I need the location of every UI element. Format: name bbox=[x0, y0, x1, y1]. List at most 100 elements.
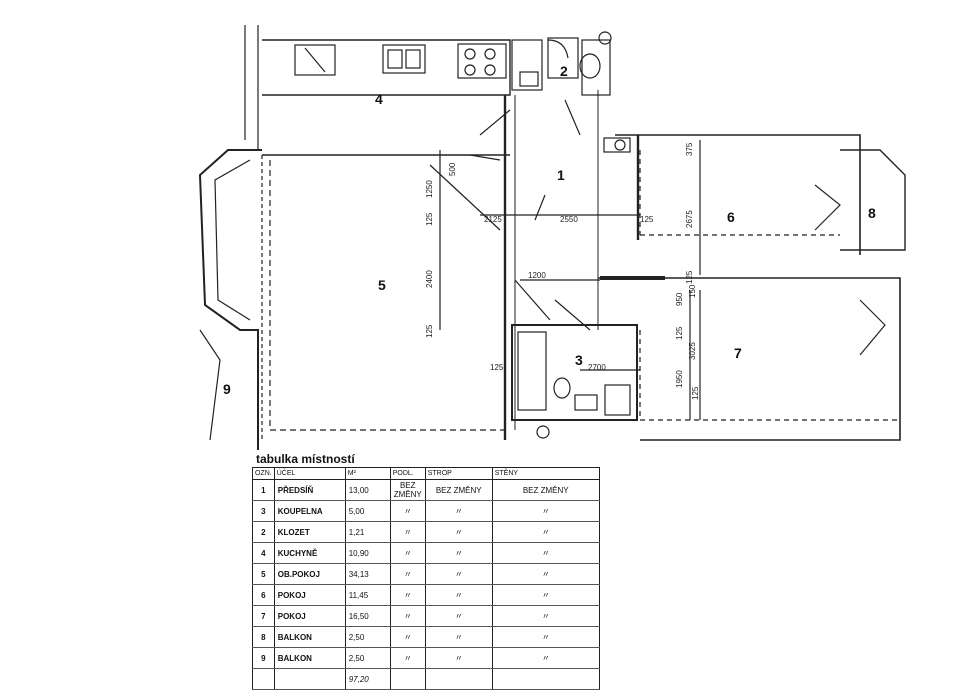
cell-steny: 〃 bbox=[491, 563, 600, 585]
dimension-label: 375 bbox=[685, 142, 694, 156]
dimension-label: 2550 bbox=[560, 215, 578, 224]
cell-strop: 〃 bbox=[424, 542, 493, 564]
room-label: 3 bbox=[575, 352, 583, 368]
cell-m2: 10,90 bbox=[344, 542, 391, 564]
cell-ozn: 4 bbox=[252, 542, 275, 564]
dimension-label: 125 bbox=[685, 270, 694, 284]
dimension-label: 500 bbox=[448, 162, 457, 176]
cell-podl: 〃 bbox=[389, 563, 426, 585]
cell-podl: 〃 bbox=[389, 626, 426, 648]
cell-podl: 〃 bbox=[389, 605, 426, 627]
cell-steny: 〃 bbox=[491, 647, 600, 669]
col-m2: M² bbox=[344, 467, 391, 480]
cell-steny: 〃 bbox=[491, 626, 600, 648]
cell-m2: 1,21 bbox=[344, 521, 391, 543]
cell-steny: 〃 bbox=[491, 521, 600, 543]
cell-ozn: 9 bbox=[252, 647, 275, 669]
col-ozn: OZN. bbox=[252, 467, 275, 480]
room-label: 1 bbox=[557, 167, 565, 183]
dimension-label: 125 bbox=[691, 386, 700, 400]
room-label: 9 bbox=[223, 381, 231, 397]
cell-steny: 〃 bbox=[491, 605, 600, 627]
cell-ucel: KLOZET bbox=[273, 521, 346, 543]
cell-ucel: KUCHYNĚ bbox=[273, 542, 346, 564]
cell-podl: 〃 bbox=[389, 542, 426, 564]
cell-ucel: KOUPELNA bbox=[273, 500, 346, 522]
cell-ucel: PŘEDSÍŇ bbox=[273, 479, 346, 501]
cell-m2: 16,50 bbox=[344, 605, 391, 627]
room-label: 8 bbox=[868, 205, 876, 221]
cell-strop: 〃 bbox=[424, 647, 493, 669]
cell-strop: BEZ ZMĚNY bbox=[424, 479, 493, 501]
dimension-label: 125 bbox=[490, 363, 504, 372]
cell-steny: BEZ ZMĚNY bbox=[491, 479, 600, 501]
cell-m2: 13,00 bbox=[344, 479, 391, 501]
cell-podl: 〃 bbox=[389, 500, 426, 522]
dimension-label: 1950 bbox=[675, 370, 684, 388]
total-area: 97,20 bbox=[344, 668, 391, 690]
dimension-label: 3025 bbox=[688, 342, 697, 360]
room-label: 2 bbox=[560, 63, 568, 79]
cell-ucel: POKOJ bbox=[273, 584, 346, 606]
cell-m2: 2,50 bbox=[344, 626, 391, 648]
dimension-label: 125 bbox=[425, 212, 434, 226]
dimension-label: 1250 bbox=[425, 180, 434, 198]
room-label: 4 bbox=[375, 91, 383, 107]
cell-ozn: 5 bbox=[252, 563, 275, 585]
dimension-label: 2400 bbox=[425, 270, 434, 288]
cell-steny: 〃 bbox=[491, 500, 600, 522]
table-header-row: OZN. ÚČEL M² PODL. STROP STĚNY bbox=[252, 467, 600, 480]
col-ucel: ÚČEL bbox=[273, 467, 346, 480]
cell-ozn: 6 bbox=[252, 584, 275, 606]
dimension-label: 2700 bbox=[588, 363, 606, 372]
room-label: 6 bbox=[727, 209, 735, 225]
cell-ozn: 1 bbox=[252, 479, 275, 501]
cell-podl: 〃 bbox=[389, 521, 426, 543]
room-label: 5 bbox=[378, 277, 386, 293]
dimension-label: 2675 bbox=[685, 210, 694, 228]
total-row: 97,20 bbox=[252, 668, 600, 690]
room-label: 7 bbox=[734, 345, 742, 361]
cell-ozn: 2 bbox=[252, 521, 275, 543]
cell-strop: 〃 bbox=[424, 563, 493, 585]
cell-ucel: OB.POKOJ bbox=[273, 563, 346, 585]
cell-ucel: POKOJ bbox=[273, 605, 346, 627]
cell-strop: 〃 bbox=[424, 626, 493, 648]
cell-podl: 〃 bbox=[389, 647, 426, 669]
cell-ozn: 7 bbox=[252, 605, 275, 627]
cell-strop: 〃 bbox=[424, 521, 493, 543]
cell-strop: 〃 bbox=[424, 584, 493, 606]
dimension-label: 150 bbox=[688, 284, 697, 298]
cell-strop: 〃 bbox=[424, 605, 493, 627]
cell-ucel: BALKON bbox=[273, 647, 346, 669]
dimension-label: 950 bbox=[675, 292, 684, 306]
cell-steny: 〃 bbox=[491, 584, 600, 606]
cell-ozn: 8 bbox=[252, 626, 275, 648]
cell-m2: 11,45 bbox=[344, 584, 391, 606]
dimension-label: 125 bbox=[425, 324, 434, 338]
cell-podl: BEZ ZMĚNY bbox=[389, 479, 426, 501]
dimension-label: 1200 bbox=[528, 271, 546, 280]
cell-ucel: BALKON bbox=[273, 626, 346, 648]
cell-podl: 〃 bbox=[389, 584, 426, 606]
col-steny: STĚNY bbox=[491, 467, 600, 480]
col-strop: STROP bbox=[424, 467, 493, 480]
dimension-label: 2125 bbox=[484, 215, 502, 224]
cell-ozn: 3 bbox=[252, 500, 275, 522]
cell-m2: 2,50 bbox=[344, 647, 391, 669]
col-podl: PODL. bbox=[389, 467, 426, 480]
dimension-label: 125 bbox=[675, 326, 684, 340]
cell-m2: 34,13 bbox=[344, 563, 391, 585]
cell-steny: 〃 bbox=[491, 542, 600, 564]
